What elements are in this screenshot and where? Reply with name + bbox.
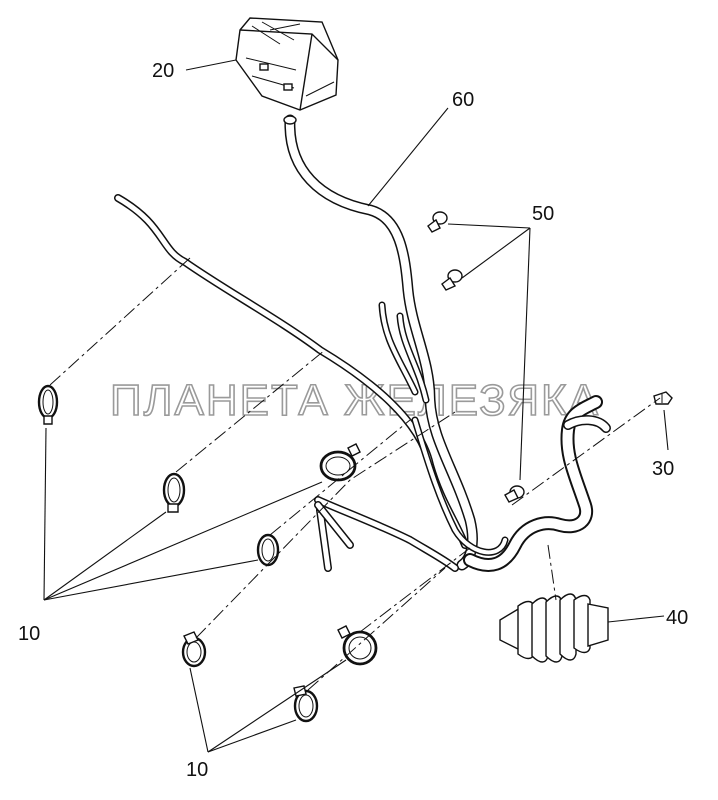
callout-30: 30 — [652, 458, 674, 480]
clamp-5 — [181, 631, 207, 668]
watermark-text: ПЛАНЕТА ЖЕЛЕЗЯКА — [110, 376, 600, 425]
hose-clip-lower — [504, 485, 525, 503]
clamp-7 — [293, 685, 319, 723]
clamp-2 — [162, 472, 186, 513]
washer-reservoir — [235, 17, 339, 111]
callout-60: 60 — [452, 89, 474, 111]
hose-clip-middle — [441, 269, 463, 291]
callout-50: 50 — [532, 203, 554, 225]
bellows-boot — [499, 593, 609, 663]
clamp-3 — [319, 443, 361, 482]
callout-20: 20 — [152, 60, 174, 82]
clamp-6 — [337, 625, 378, 666]
clamp-4 — [256, 533, 280, 567]
callout-40: 40 — [666, 607, 688, 629]
hose-cap — [653, 391, 673, 405]
hose-clip-upper — [427, 211, 448, 233]
callout-10-bottom: 10 — [186, 759, 208, 781]
callout-10-left: 10 — [18, 623, 40, 645]
clamp-1 — [37, 384, 59, 425]
leader-lines — [43, 59, 669, 753]
washer-hose-assembly — [114, 114, 611, 572]
